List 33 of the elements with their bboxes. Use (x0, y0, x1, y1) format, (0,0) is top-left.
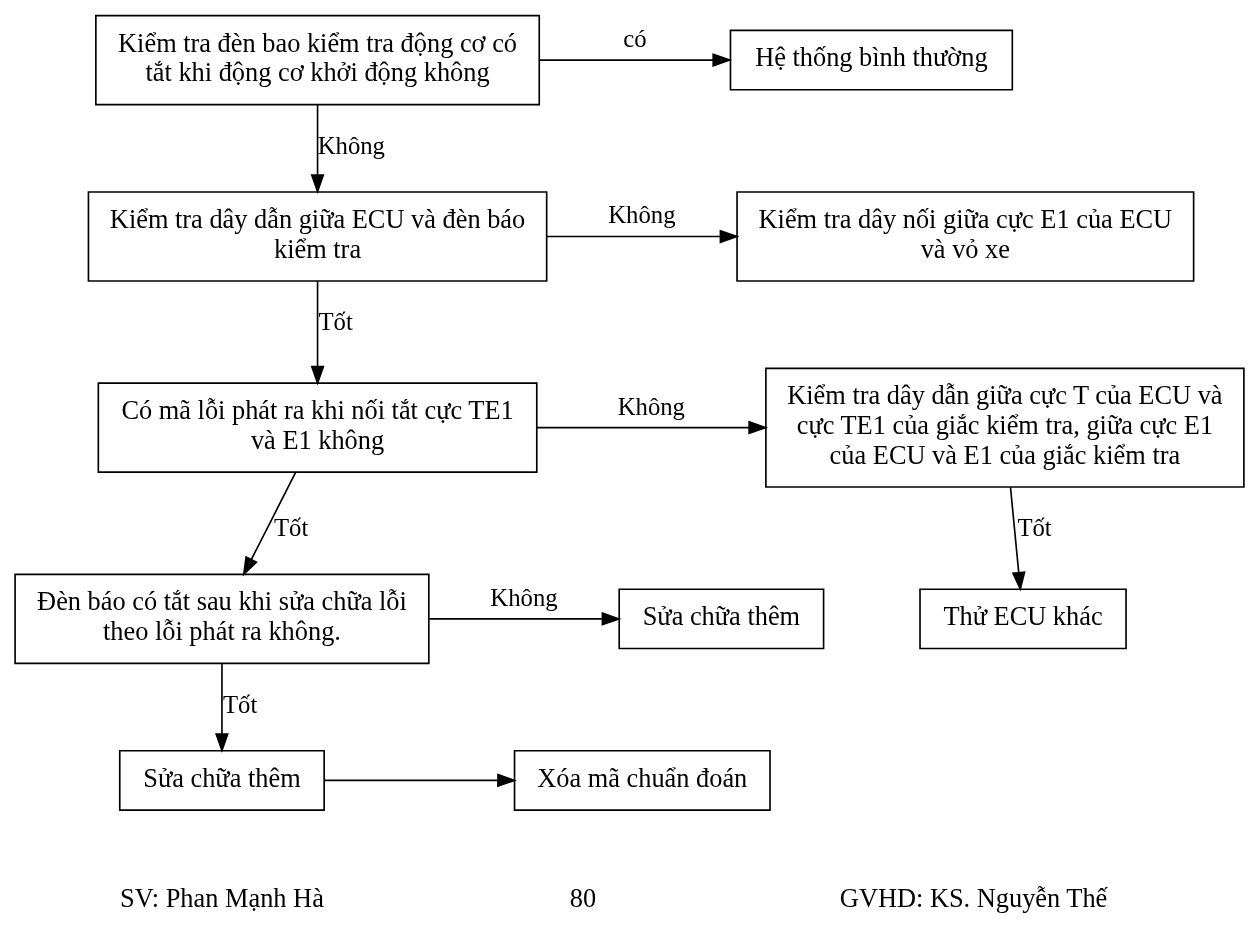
edge-label: Tốt (274, 514, 309, 542)
edge-label: Tốt (222, 690, 258, 718)
edge-label: Không (617, 392, 685, 420)
node-box: Hệ thống bình thường (729, 29, 1014, 91)
node-box: Kiểm tra đèn bao kiểm tra động cơ có tắt khi động cơ khởi động không (95, 14, 541, 106)
edge-label: Tốt (318, 308, 353, 336)
arrow (323, 773, 517, 788)
node-box: Kiểm tra dây dẫn giữa cực T của ECU và cực TE1 của giắc kiểm tra, giữa cực E1 của ECU và E1 của giắc kiểm tra (765, 367, 1245, 488)
edge-label: Không (608, 201, 676, 229)
edge-label: Không (317, 132, 385, 160)
arrow (536, 420, 769, 435)
arrow (538, 53, 733, 68)
arrow (1009, 486, 1026, 592)
node-box: Đèn báo có tắt sau khi sửa chữa lỗi theo lỗi phát ra không. (14, 573, 430, 665)
arrow (310, 280, 325, 386)
label: SV: Phan Mạnh Hà (120, 884, 324, 913)
edge-label: Tốt (1017, 514, 1052, 542)
edge-label: Không (490, 583, 558, 611)
node-box: Kiểm tra dây dẫn giữa ECU và đèn báo kiểm tra (87, 191, 548, 282)
arrow (215, 662, 229, 754)
node-box: Sửa chữa thêm (118, 749, 325, 811)
node-box: Có mã lỗi phát ra khi nối tắt cực TE1 và E1 không (97, 382, 538, 473)
arrow (242, 471, 297, 577)
arrow (428, 611, 622, 626)
edge-label: có (623, 24, 647, 52)
arrow (310, 104, 325, 195)
arrow (546, 229, 740, 244)
node-box: Xóa mã chuẩn đoán (513, 749, 771, 811)
node-box: Sửa chữa thêm (618, 588, 825, 650)
label: GVHD: KS. Nguyễn Thế (839, 884, 1108, 913)
label: 80 (569, 884, 597, 913)
node-box: Thử ECU khác (919, 588, 1127, 650)
node-box: Kiểm tra dây nối giữa cực E1 của ECU và vỏ xe (736, 191, 1195, 282)
